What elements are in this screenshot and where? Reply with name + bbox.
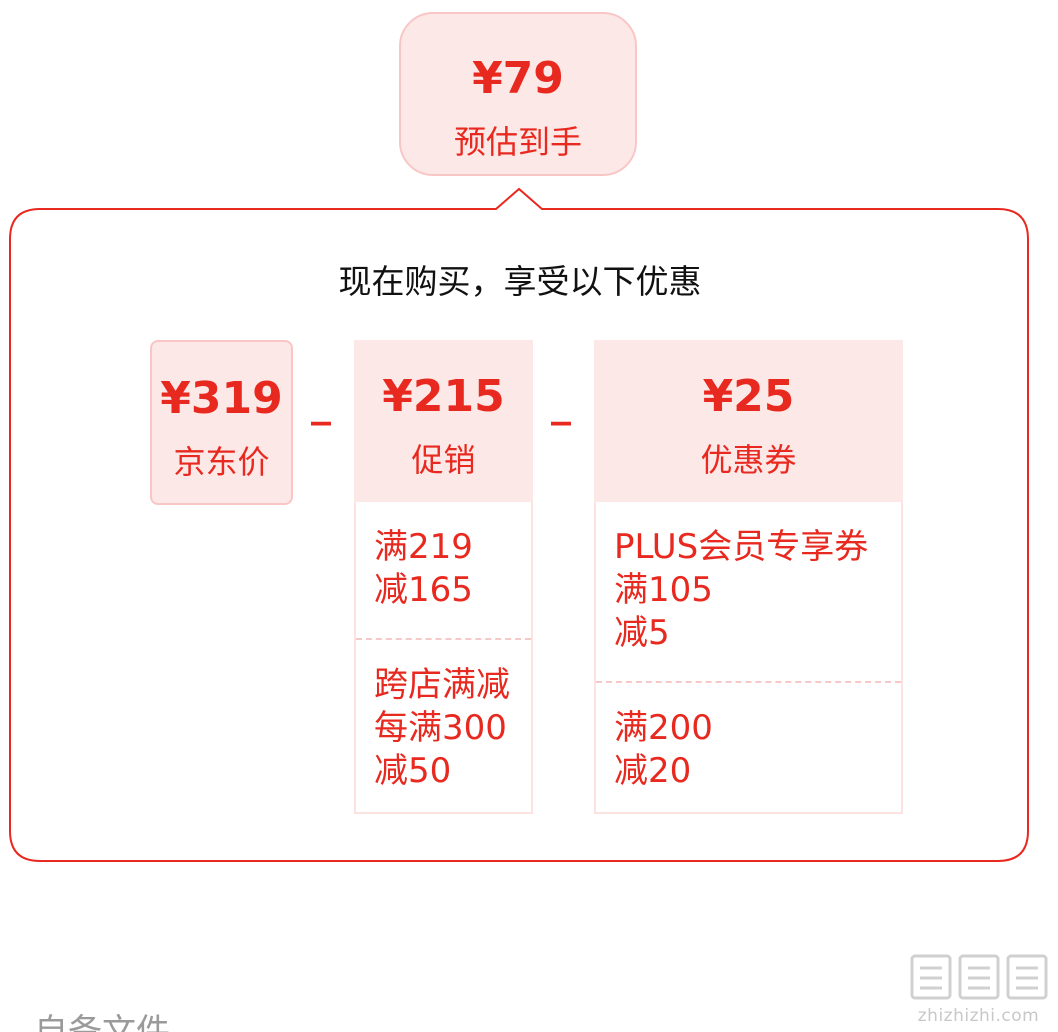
jd-price-amount: ¥319 [160,373,283,424]
coupon-details: PLUS会员专享券 满105 减5 满200 减20 [594,502,903,814]
promotion-detail-item: 满219 减165 [356,502,531,638]
minus-sign-2: _ [551,380,571,426]
promotion-label: 促销 [411,441,476,479]
coupon-detail-line: PLUS会员专享券 [614,527,869,567]
jd-price-label: 京东价 [173,443,270,481]
promotion-card: ¥215 促销 [354,340,533,502]
site-watermark: zhizhizhi.com [906,952,1051,1028]
coupon-detail-item: 满200 减20 [596,681,901,812]
estimated-price-label: 预估到手 [453,123,582,161]
panel-title: 现在购买，享受以下优惠 [338,262,702,301]
coupon-detail-line: 减20 [614,751,692,791]
promotion-details: 满219 减165 跨店满减 每满300 减50 [354,502,533,814]
promotion-detail-item: 跨店满减 每满300 减50 [356,638,531,812]
promotion-detail-line: 减50 [374,751,452,791]
next-section-heading: 自备文件 [34,1012,170,1032]
promotion-detail-line: 跨店满减 [374,665,510,705]
coupon-label: 优惠券 [700,441,797,479]
coupon-detail-line: 满105 [614,570,713,610]
watermark-logo-icon [910,954,1048,1000]
minus-sign-1: _ [311,380,331,426]
watermark-url: zhizhizhi.com [917,1006,1040,1026]
jd-price-card: ¥319 京东价 [150,340,293,505]
estimated-price: ¥79 [472,53,564,104]
promotion-detail-line: 每满300 [374,708,507,748]
coupon-detail-line: 满200 [614,708,713,748]
coupon-detail-line: 减5 [614,613,670,653]
coupon-amount: ¥25 [702,371,795,422]
promotion-amount: ¥215 [382,371,505,422]
promotion-detail-line: 减165 [374,570,473,610]
estimated-price-bubble: ¥79 预估到手 [399,12,637,176]
promotion-detail-line: 满219 [374,527,473,567]
coupon-detail-item: PLUS会员专享券 满105 减5 [596,502,901,681]
coupon-card: ¥25 优惠券 [594,340,903,502]
